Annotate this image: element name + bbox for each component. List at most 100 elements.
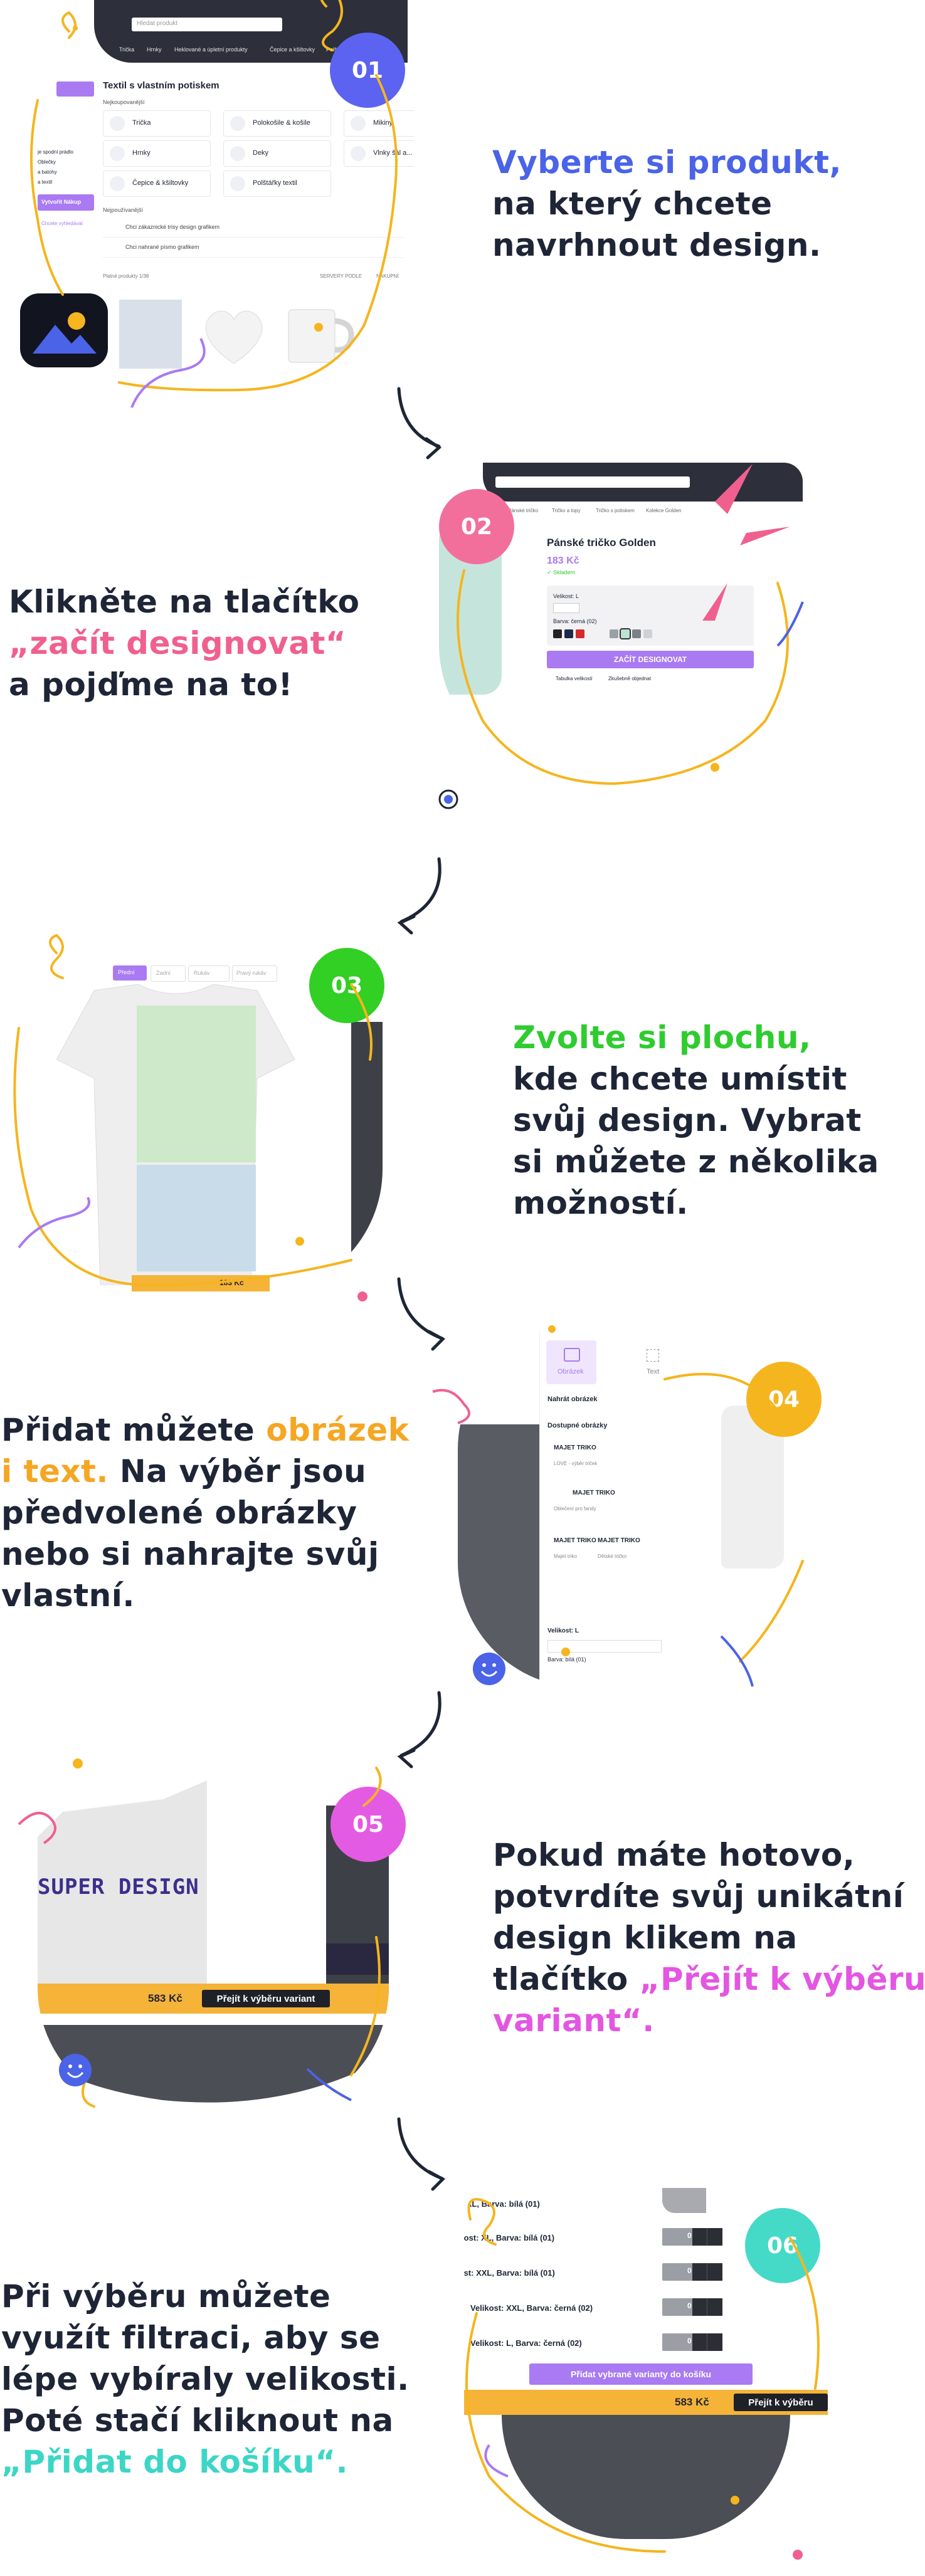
- step-01-heading: Vyberte si produkt, na který chcete navr…: [492, 144, 842, 263]
- category-card[interactable]: Hrnky: [103, 140, 211, 167]
- option-row[interactable]: Chci zákaznické trisy design grafikem: [103, 218, 404, 238]
- category-card[interactable]: Mikiny: [344, 110, 414, 137]
- quantity-stepper[interactable]: 0: [662, 2263, 722, 2281]
- page-title: Textil s vlastním potiskem: [103, 80, 219, 91]
- arrow-2-3: [399, 857, 441, 923]
- variant-row-label: Velikost: XXL, Barva: bílá (01): [464, 2268, 555, 2278]
- heart-pillow-image: [199, 301, 268, 370]
- sleeve-graphic: [662, 2188, 706, 2213]
- sidebar-item[interactable]: Oblečky: [38, 159, 56, 165]
- step-badge: 02: [439, 489, 514, 564]
- step-badge: 05: [330, 1787, 406, 1862]
- size-table-link[interactable]: Tabulka velikostí: [556, 676, 593, 681]
- available-images-label: Dostupné obrázky: [547, 1422, 608, 1429]
- upload-label[interactable]: Nahrát obrázek: [547, 1396, 598, 1403]
- step-02-screenshot: Pánské tričko Tričko a topy Tričko s pot…: [439, 463, 803, 770]
- color-swatch[interactable]: [643, 629, 652, 638]
- nav-item[interactable]: Trička: [119, 46, 135, 53]
- canvas-area: [458, 1424, 539, 1688]
- category-card[interactable]: Polštářky textil: [223, 171, 331, 197]
- color-swatch[interactable]: [553, 629, 562, 638]
- sidebar-item[interactable]: je spodní prádlo: [38, 149, 73, 155]
- tab-front[interactable]: Přední: [113, 965, 147, 980]
- category-icon: [230, 146, 245, 161]
- category-icon: [230, 116, 245, 131]
- stock-status: ✓ Skladem: [547, 569, 576, 576]
- category-icon: [351, 116, 366, 131]
- tab-image[interactable]: Obrázek: [546, 1340, 596, 1384]
- text-icon: [647, 1349, 659, 1362]
- product-price: 183 Kč: [547, 555, 579, 566]
- preset-image[interactable]: MAJET TRIKO LOVE - výběr triček: [554, 1444, 598, 1466]
- product-title: Pánské tričko Golden: [547, 537, 656, 549]
- preset-image[interactable]: MAJET TRIKO Oblečení pro fandy: [554, 1490, 615, 1511]
- step-02-heading: Klikněte na tlačítko „začít designovat“ …: [9, 584, 360, 703]
- step-03-heading: Zvolte si plochu, kde chcete umístit svů…: [513, 1019, 879, 1221]
- color-swatch[interactable]: [564, 629, 573, 638]
- tab-text[interactable]: Text: [628, 1340, 678, 1384]
- tool-panel: Obrázek Text Nahrát obrázek Dostupné obr…: [539, 1324, 690, 1688]
- step-04-heading: Přidat můžete obrázek i text. Na výběr j…: [1, 1412, 410, 1614]
- sidebar-button[interactable]: Vytvořit Nákup: [38, 194, 94, 211]
- add-to-cart-button[interactable]: Přidat vybrané varianty do košíku: [529, 2363, 753, 2385]
- category-icon: [110, 146, 125, 161]
- quantity-stepper[interactable]: 0: [662, 2228, 722, 2246]
- price-bar: 583 Kč Přejít k výběru: [464, 2390, 828, 2415]
- size-select[interactable]: [553, 603, 579, 613]
- variant-table: Velikost: XXL, Barva: bílá (01) Velikost…: [464, 2188, 828, 2370]
- category-card[interactable]: Trička: [103, 110, 211, 137]
- squiggle-decoration: [432, 1325, 804, 1687]
- squiggle-decoration: [30, 0, 398, 408]
- step-06-screenshot: Velikost: XXL, Barva: bílá (01) Velikost…: [464, 2188, 828, 2539]
- nav-item[interactable]: Heklované a úpletní produkty: [174, 46, 248, 53]
- step-06-heading: Při výběru můžete využít filtraci, aby s…: [1, 2278, 410, 2480]
- option-row[interactable]: Chci nahrané písmo grafikem: [103, 238, 404, 258]
- print-area-upper[interactable]: [137, 1006, 256, 1162]
- color-swatch[interactable]: [620, 628, 631, 639]
- highlight-word: obrázek: [266, 1412, 410, 1448]
- color-swatch[interactable]: [576, 629, 584, 638]
- step-badge: 06: [745, 2208, 820, 2283]
- squiggle-decoration: [465, 2198, 820, 2560]
- section-label: Nejkoupovanější: [103, 99, 145, 105]
- sidebar-item[interactable]: a batohy: [38, 169, 57, 175]
- nav-item[interactable]: Hrnky: [147, 46, 162, 53]
- color-swatch[interactable]: [632, 629, 641, 638]
- step-badge: 03: [309, 948, 384, 1023]
- tab-sleeve[interactable]: Rukáv: [188, 965, 230, 982]
- category-card[interactable]: Deky: [223, 140, 331, 167]
- go-to-variants-button[interactable]: Přejít k výběru: [734, 2394, 828, 2411]
- search-input[interactable]: Hledat produkt: [132, 18, 282, 31]
- go-to-variants-button[interactable]: Přejít k výběru variant: [202, 1990, 330, 2007]
- preset-image[interactable]: MAJET TRIKO Dětské tričko: [598, 1537, 640, 1559]
- size-select[interactable]: [547, 1640, 662, 1653]
- dark-side-panel: [351, 1022, 383, 1295]
- step-01-screenshot: Hledat produkt Trička Hrnky Heklované a …: [38, 0, 414, 382]
- category-icon: [110, 116, 125, 131]
- category-sidebar: je spodní prádlo Oblečky a batohy a text…: [38, 81, 94, 244]
- search-input[interactable]: [495, 476, 690, 488]
- variant-row-label: Velikost: L, Barva: černá (02): [470, 2338, 582, 2348]
- squiggle-decoration: [13, 934, 373, 1301]
- category-card[interactable]: Čepice & kšiltovky: [103, 171, 211, 197]
- category-icon: [230, 176, 245, 191]
- category-card[interactable]: Vlnky šál a...: [344, 140, 414, 167]
- image-app-icon: [20, 293, 108, 367]
- preset-image[interactable]: MAJET TRIKO Majet triko: [554, 1537, 596, 1559]
- order-link[interactable]: Zkušebně objednat: [608, 676, 652, 681]
- sidebar-item[interactable]: a textil: [38, 179, 53, 185]
- print-area-lower[interactable]: [137, 1165, 256, 1271]
- nav-item[interactable]: Čepice a kšiltovky: [270, 46, 315, 53]
- start-designing-button[interactable]: ZAČÍT DESIGNOVAT: [547, 651, 754, 668]
- quantity-stepper[interactable]: 0: [662, 2298, 722, 2316]
- mug-image: [282, 302, 357, 365]
- total-price: 583 Kč: [675, 2396, 709, 2408]
- tab-right-sleeve[interactable]: Pravý rukáv: [232, 965, 277, 982]
- quantity-stepper[interactable]: 0: [662, 2333, 722, 2351]
- design-text[interactable]: SUPER DESIGN: [38, 1874, 199, 1900]
- tab-back[interactable]: Zadní: [151, 965, 186, 982]
- site-header: [483, 463, 803, 502]
- category-card[interactable]: Polokošile & košile: [223, 110, 331, 137]
- color-swatch[interactable]: [610, 629, 618, 638]
